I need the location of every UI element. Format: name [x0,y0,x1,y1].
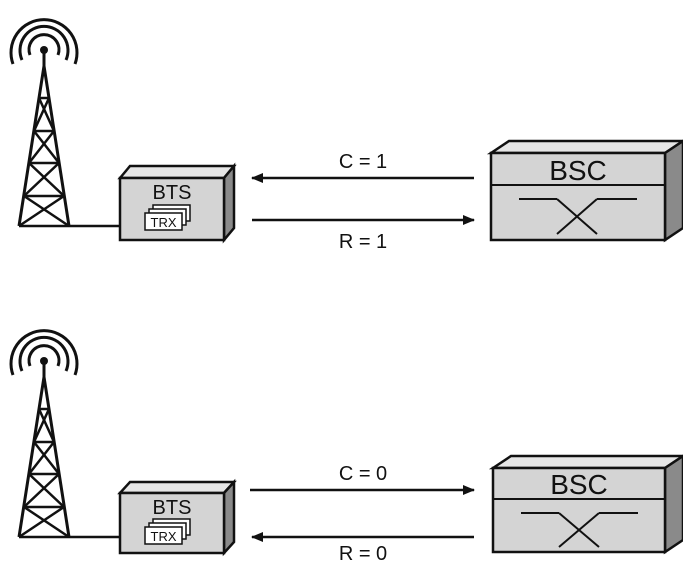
trx-card-stack-icon: TRX [144,518,191,545]
r-label: R = 1 [339,231,387,253]
panel-1: BTS TRX C = 1 R = 1 BSC [9,18,683,253]
panel-2: BTS TRX C = 0 R = 0 BSC [9,329,683,564]
bts-label: BTS [153,497,192,519]
trx-label: TRX [151,215,177,230]
antenna-tower-icon [9,18,120,228]
bsc-label: BSC [549,155,607,186]
bsc-box: BSC [488,454,683,555]
trx-card-stack-icon: TRX [144,204,191,231]
trx-label: TRX [151,529,177,544]
bsc-box: BSC [486,139,683,243]
bts-box: BTS TRX [117,478,237,557]
antenna-tower-icon [9,329,120,539]
switch-icon [519,198,637,235]
bts-label: BTS [153,182,192,204]
bts-box: BTS TRX [117,162,237,244]
c-label: C = 0 [339,463,387,485]
switch-icon [521,512,638,548]
c-label: C = 1 [339,151,387,173]
bsc-label: BSC [550,469,608,500]
r-label: R = 0 [339,543,387,564]
